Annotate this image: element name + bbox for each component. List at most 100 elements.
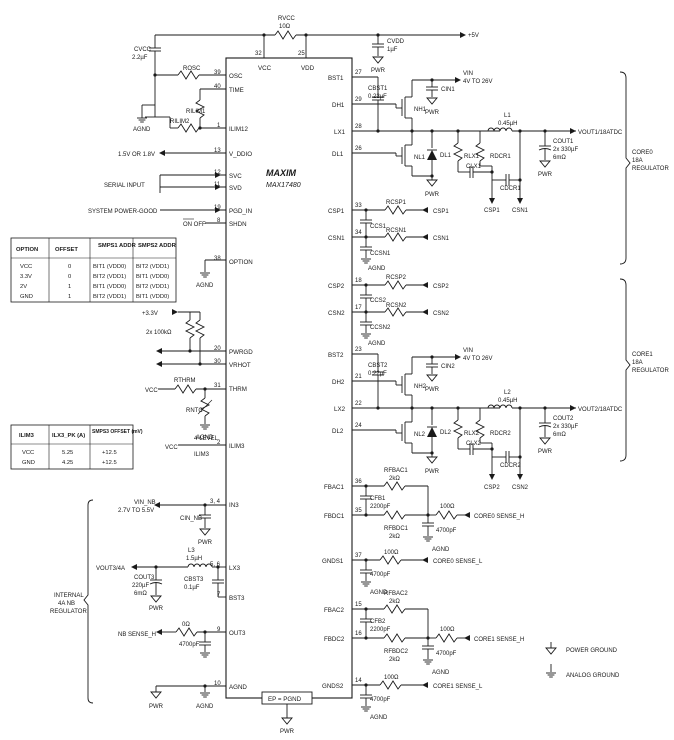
svg-text:31: 31 [214, 383, 221, 389]
pin-pwrgd-label: PWRGD [229, 349, 253, 356]
svg-text:NB SENSE_H: NB SENSE_H [118, 632, 156, 638]
svg-text:1: 1 [217, 123, 221, 129]
svg-text:7: 7 [217, 592, 221, 598]
svg-text:4700pF: 4700pF [179, 642, 200, 648]
svg-text:FBDC1: FBDC1 [324, 513, 345, 520]
option-table-cell: BIT2 (VDD1) [136, 284, 169, 290]
svg-text:0.45µH: 0.45µH [498, 398, 517, 404]
svg-text:DH2: DH2 [332, 379, 345, 386]
svg-text:ILX3_PK (A): ILX3_PK (A) [52, 433, 85, 439]
pin-vrhot-label: VRHOT [229, 362, 251, 369]
svg-text:CSP2: CSP2 [328, 283, 345, 290]
svg-text:CSP1: CSP1 [484, 208, 500, 214]
svg-text:GNDS2: GNDS2 [322, 683, 344, 690]
svg-text:RFBAC2: RFBAC2 [384, 591, 408, 597]
ep-pgnd-label: EP = PGND [268, 696, 302, 703]
ilim-table-cell: GND [22, 460, 35, 466]
right-pin-numbers: 27 29 28 26 33 34 18 17 23 21 22 24 36 3… [355, 70, 362, 684]
svg-text:CCS1: CCS1 [370, 224, 387, 230]
pin-32-label: VCC [258, 65, 272, 72]
svg-text:CBST1: CBST1 [368, 86, 388, 92]
svg-text:19: 19 [214, 205, 221, 211]
svg-text:100Ω: 100Ω [384, 550, 399, 556]
svg-text:2kΩ: 2kΩ [389, 534, 400, 540]
left-pin-numbers: 39 40 1 13 12 11 19 8 38 20 30 31 2 3, 4… [210, 70, 221, 687]
svg-text:ILIM3: ILIM3 [19, 433, 35, 439]
svg-text:21: 21 [355, 374, 362, 380]
svg-text:LX2: LX2 [334, 406, 346, 413]
core0-feedback: RFBAC1 2kΩ CFB1 2200pF RFBDC1 2kΩ 4700pF… [352, 468, 524, 596]
option-table-cell: BIT2 (VDD1) [136, 264, 169, 270]
svg-text:4V TO 26V: 4V TO 26V [463, 79, 492, 85]
svg-text:6mΩ: 6mΩ [134, 591, 147, 597]
pin-pgdin-label: PGD_IN [229, 208, 252, 215]
analog-ground-legend: ANALOG GROUND [566, 673, 620, 679]
ilim-table-cell: +12.5 [102, 460, 117, 466]
svg-text:24: 24 [355, 423, 362, 429]
cs2-filter: CSP2 RCSP2 CCS2 CSN2 RCSN2 CCSN2 AGND [352, 275, 450, 347]
svg-text:14: 14 [355, 678, 362, 684]
option-table-cell: 1 [68, 294, 71, 300]
svg-text:NL1: NL1 [414, 155, 426, 161]
pin-bst3-label: BST3 [229, 595, 245, 602]
left-pins: OSC TIME ILIM12 V_DDIO SVC SVD PGD_IN SH… [229, 73, 253, 691]
svg-text:CSN2: CSN2 [433, 311, 450, 317]
svg-text:AGND: AGND [370, 590, 388, 596]
svg-text:36: 36 [355, 479, 362, 485]
svg-text:0.1µF: 0.1µF [184, 585, 200, 591]
svg-text:CDCR1: CDCR1 [500, 186, 521, 192]
svg-text:CORE0 SENSE_L: CORE0 SENSE_L [433, 559, 483, 565]
svg-text:RVCC: RVCC [278, 16, 296, 22]
svg-text:SMPS2 ADDR: SMPS2 ADDR [138, 243, 177, 249]
ilim-table-cell: 5.25 [62, 450, 73, 456]
svg-text:FBAC1: FBAC1 [324, 484, 345, 491]
option-table-cell: BIT1 (VDD0) [136, 294, 169, 300]
pin-svc-label: SVC [229, 173, 242, 180]
serial-section: 1.5V OR 1.8V SERIAL INPUT SYSTEM POWER-G… [88, 150, 226, 289]
svg-text:REGULATOR: REGULATOR [632, 368, 669, 374]
svg-text:27: 27 [355, 70, 362, 76]
svg-text:2x 330µF: 2x 330µF [553, 147, 578, 153]
svg-text:CIN1: CIN1 [441, 87, 455, 93]
svg-text:AGND: AGND [432, 547, 450, 553]
svg-text:CORE1: CORE1 [632, 352, 653, 358]
pin-ilim12-label: ILIM12 [229, 126, 248, 133]
option-table-cell: BIT1 (VDD0) [93, 264, 126, 270]
core1-power-stage: CBST2 0.22µF VIN 4V TO 26V CIN2 PWR NH2 … [352, 278, 669, 491]
svg-text:RDCR2: RDCR2 [490, 431, 511, 437]
option-table-cell: 2V [20, 284, 27, 290]
svg-text:RCSN1: RCSN1 [386, 228, 407, 234]
svg-text:CORE1 SENSE_L: CORE1 SENSE_L [433, 684, 483, 690]
svg-text:AGND: AGND [196, 704, 214, 710]
nb-regulator-section: INTERNAL 4A NB REGULATOR VIN_NB 2.7V TO … [50, 499, 226, 710]
svg-text:33: 33 [355, 203, 362, 209]
option-table-cell: BIT2 (VDD1) [93, 294, 126, 300]
pin-25-label: VDD [301, 65, 315, 72]
svg-text:38: 38 [214, 256, 221, 262]
svg-text:LX1: LX1 [334, 129, 346, 136]
svg-text:RFBDC1: RFBDC1 [384, 526, 409, 532]
analog-ground-icon [545, 672, 557, 678]
svg-text:30: 30 [214, 359, 221, 365]
vddio-input-label: 1.5V OR 1.8V [118, 152, 155, 158]
svg-text:PWR: PWR [149, 606, 164, 612]
svg-text:23: 23 [355, 347, 362, 353]
option-table-cell: 0 [68, 274, 71, 280]
svg-text:6mΩ: 6mΩ [553, 432, 566, 438]
svg-text:SERIAL INPUT: SERIAL INPUT [104, 183, 145, 189]
svg-text:CCSN1: CCSN1 [370, 251, 391, 257]
power-ground-icon [545, 647, 557, 655]
option-table-cell: BIT1 (VDD0) [136, 274, 169, 280]
svg-text:COUT1: COUT1 [553, 139, 574, 145]
svg-text:18A: 18A [632, 158, 643, 164]
svg-text:RCSP1: RCSP1 [386, 200, 407, 206]
svg-text:2.7V TO 5.5V: 2.7V TO 5.5V [118, 508, 154, 514]
svg-text:15: 15 [355, 602, 362, 608]
pin-ilim3-label: ILIM3 [229, 443, 245, 450]
pin-32-number: 32 [255, 51, 262, 57]
ground-legend: POWER GROUND ANALOG GROUND [545, 642, 620, 679]
svg-text:CSN2: CSN2 [512, 485, 529, 491]
svg-text:RILIM1: RILIM1 [186, 109, 206, 115]
svg-text:VIN_NB: VIN_NB [134, 500, 156, 506]
svg-text:2.2µF: 2.2µF [132, 55, 148, 61]
